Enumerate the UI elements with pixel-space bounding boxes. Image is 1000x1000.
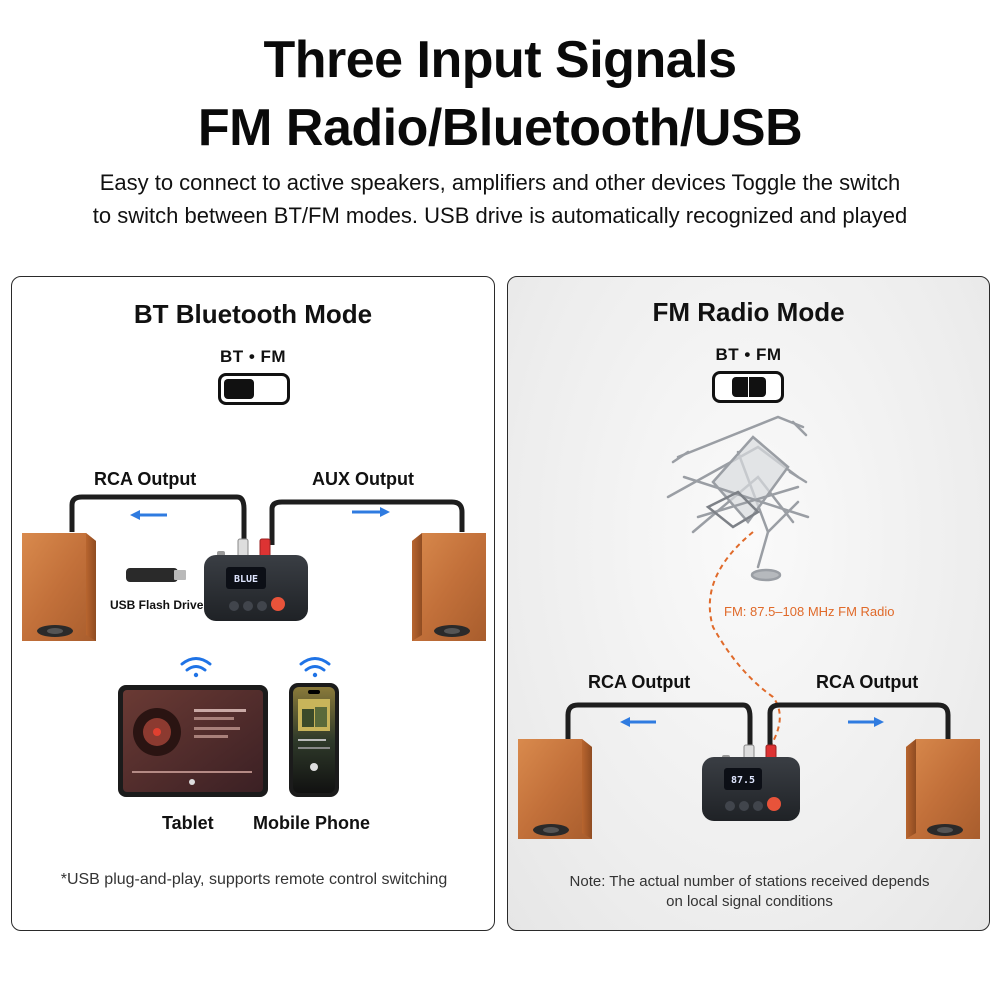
- page-title-line1: Three Input Signals: [263, 31, 738, 89]
- speaker-icon-left: [518, 739, 592, 839]
- bt-display-text: BLUE: [234, 574, 258, 585]
- wifi-icon-tablet: [180, 657, 212, 678]
- rca-cable-left: [565, 702, 753, 752]
- rca-output-right-label: RCA Output: [816, 672, 919, 692]
- speaker-icon-right: [906, 739, 980, 839]
- rca-output-label: RCA Output: [94, 469, 197, 489]
- fm-panel-title: FM Radio Mode: [652, 297, 845, 327]
- fm-display-text: 87.5: [731, 775, 755, 786]
- play-button-icon: [271, 597, 285, 611]
- fm-bt-switch[interactable]: [712, 371, 784, 403]
- wifi-icon-phone: [299, 657, 331, 678]
- tablet-label: Tablet: [162, 813, 214, 833]
- page-subtitle-line2: to switch between BT/FM modes. USB drive…: [92, 203, 908, 228]
- fm-diagram-art: 87.5: [518, 415, 980, 839]
- fm-mode-panel: FM Radio Mode BT • FM: [507, 276, 990, 931]
- fm-note-line2: on local signal conditions: [666, 893, 833, 910]
- page-title-line2: FM Radio/Bluetooth/USB: [197, 99, 803, 157]
- arrow-right-icon: [352, 507, 390, 517]
- antenna-icon: [666, 415, 810, 582]
- arrow-right-icon: [848, 717, 884, 727]
- bt-panel-title: BT Bluetooth Mode: [133, 299, 373, 329]
- aux-cable-right: [269, 499, 465, 545]
- tablet-image: [118, 685, 268, 797]
- rca-cable-right: [767, 702, 951, 752]
- fm-signal-line: [708, 531, 781, 748]
- fm-switch-label: BT • FM: [715, 345, 782, 364]
- page-subtitle-line1: Easy to connect to active speakers, ampl…: [99, 170, 901, 195]
- bt-switch-label: BT • FM: [219, 347, 287, 366]
- arrow-left-icon: [620, 717, 656, 727]
- switch-knob-bt: [224, 379, 254, 399]
- arrow-left-icon: [130, 510, 167, 520]
- mobile-phone-label: Mobile Phone: [253, 813, 370, 833]
- speaker-icon-right: [412, 533, 486, 641]
- usb-drive-icon: [126, 568, 186, 582]
- aux-output-label: AUX Output: [312, 469, 414, 489]
- usb-flash-drive-label: USB Flash Drive: [110, 598, 204, 612]
- rca-output-left-label: RCA Output: [588, 672, 691, 692]
- bt-footnote: *USB plug-and-play, supports remote cont…: [60, 871, 448, 888]
- bt-mode-panel: BT Bluetooth Mode BT • FM: [11, 276, 495, 931]
- fm-range-label: FM: 87.5–108 MHz FM Radio: [724, 604, 895, 619]
- play-button-icon: [767, 797, 781, 811]
- bluetooth-receiver-device: BLUE: [204, 555, 308, 621]
- rca-cable-left: [69, 494, 247, 545]
- bt-fm-switch[interactable]: [218, 373, 290, 405]
- bt-diagram-art: BLUE: [22, 494, 486, 797]
- switch-knob-fm: [732, 377, 766, 397]
- mobile-phone-image: [289, 683, 339, 797]
- speaker-icon-left: [22, 533, 96, 641]
- fm-note-line1: Note: The actual number of stations rece…: [569, 873, 930, 890]
- fm-note: Note: The actual number of stations rece…: [508, 872, 989, 912]
- fm-receiver-device: 87.5: [702, 757, 800, 821]
